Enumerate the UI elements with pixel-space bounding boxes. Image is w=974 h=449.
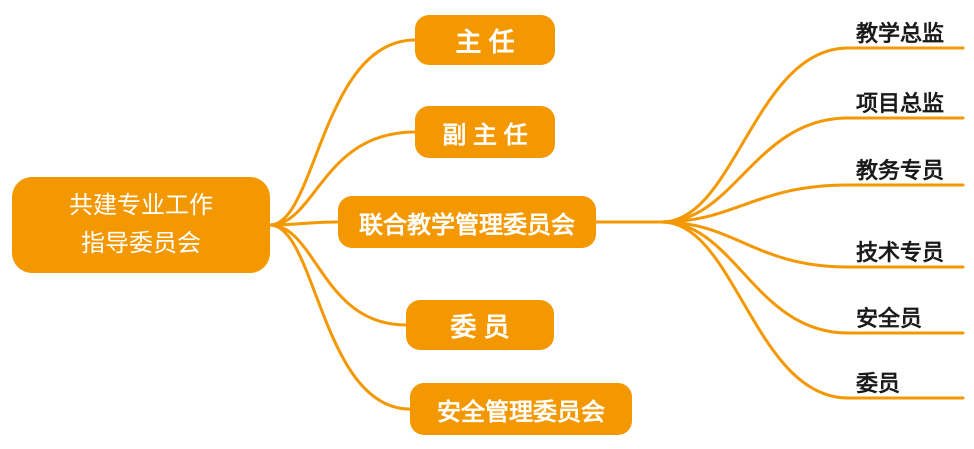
connector-joint-to-safety-officer <box>660 220 965 335</box>
leaf-project-director: 项目总监 <box>856 91 945 116</box>
node-deputy-director: 副 主 任 <box>415 106 555 158</box>
node-director: 主 任 <box>415 15 555 65</box>
connector-joint-to-teaching-director <box>660 46 965 224</box>
root-node-label-line2: 指导委员会 <box>81 230 201 257</box>
leaf-technical-specialist: 技术专员 <box>856 240 945 265</box>
node-joint-teaching-committee: 联合教学管理委员会 <box>338 196 596 248</box>
node-member: 委 员 <box>406 300 554 350</box>
leaf-member: 委员 <box>856 371 901 396</box>
connector-root-to-safety <box>268 223 412 411</box>
connector-joint-to-project-director <box>660 116 965 224</box>
node-safety-committee: 安全管理委员会 <box>410 383 632 435</box>
leaf-academic-specialist: 教务专员 <box>856 158 945 183</box>
root-node-steering-committee: 共建专业工作 指导委员会 <box>12 177 270 273</box>
leaf-safety-officer: 安全员 <box>856 306 923 331</box>
connector-root-to-deputy <box>268 130 417 227</box>
connector-joint-to-academic-specialist <box>660 183 965 224</box>
node-deputy-director-label: 副 主 任 <box>442 121 528 149</box>
connector-joint-to-technical-specialist <box>660 220 965 269</box>
node-director-label: 主 任 <box>455 26 515 57</box>
connector-root-to-member <box>268 223 408 327</box>
node-joint-teaching-committee-label: 联合教学管理委员会 <box>359 211 575 239</box>
node-safety-committee-label: 安全管理委员会 <box>437 398 605 426</box>
root-node-label-line1: 共建专业工作 <box>69 192 213 219</box>
leaf-teaching-director: 教学总监 <box>856 21 945 46</box>
connector-root-to-director <box>268 38 417 227</box>
connector-joint-to-member-leaf <box>660 220 965 400</box>
node-member-label: 委 员 <box>450 311 510 342</box>
